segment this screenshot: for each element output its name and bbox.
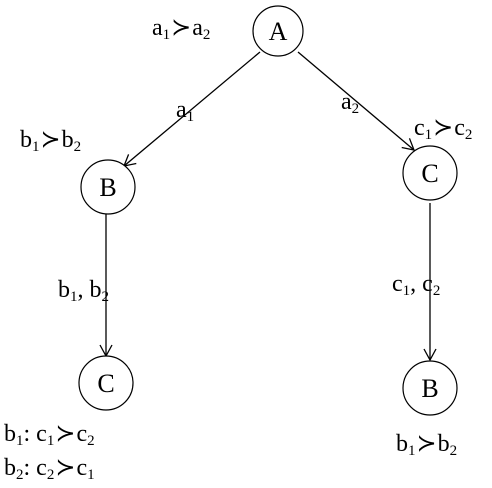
preference-left-leaf-2: b2: c2≻c1 — [4, 455, 95, 483]
edge-label-root-left: a1 — [176, 97, 195, 125]
edge-label-left-down: b1, b2 — [58, 277, 109, 305]
node-root-label: A — [269, 17, 288, 46]
node-left-leaf: C — [78, 355, 134, 411]
edge-root-left — [122, 51, 261, 167]
preference-root: a1≻a2 — [152, 15, 211, 43]
node-right-leaf: B — [402, 360, 458, 416]
node-right-mid-label: C — [421, 159, 438, 188]
edge-root-right — [297, 51, 416, 151]
node-left-leaf-label: C — [97, 369, 114, 398]
preference-left-mid: b1≻b2 — [20, 127, 82, 155]
preference-right-leaf: b1≻b2 — [396, 431, 458, 459]
node-right-mid: C — [402, 145, 458, 201]
node-left-mid: B — [80, 159, 136, 215]
node-left-mid-label: B — [99, 173, 116, 202]
node-right-leaf-label: B — [421, 374, 438, 403]
edge-label-right-down: c1, c2 — [392, 271, 441, 299]
preference-right-mid: c1≻c2 — [414, 115, 473, 143]
edge-label-root-right: a2 — [341, 89, 360, 117]
node-root: A — [252, 5, 304, 57]
preference-left-leaf-1: b1: c1≻c2 — [4, 421, 95, 449]
